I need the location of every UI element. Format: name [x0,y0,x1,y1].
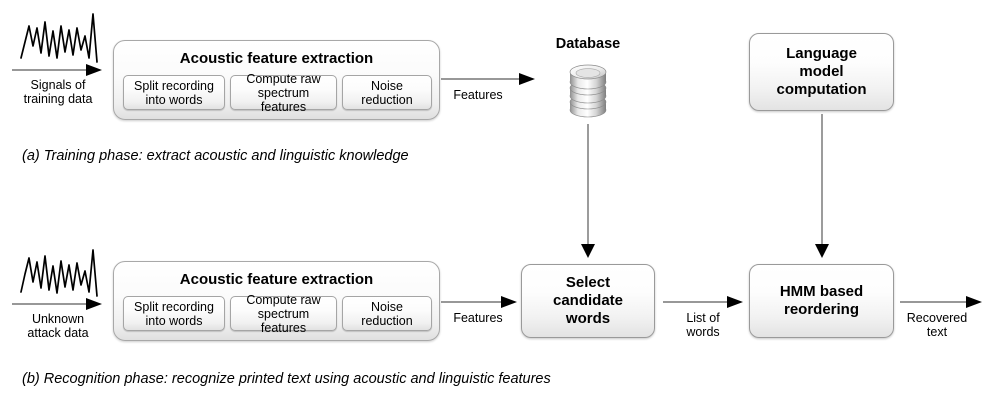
step-split-recording-training[interactable]: Split recording into words [123,75,225,110]
acoustic-feature-extraction-group-training: Acoustic feature extraction Split record… [113,40,440,120]
input-arrow-recognition [12,296,104,312]
list-of-words-label: List of words [686,311,720,340]
select-candidate-words-box[interactable]: Select candidate words [521,264,655,338]
hmm-based-reordering-box[interactable]: HMM based reordering [749,264,894,338]
step-noise-reduction-label-recognition: Noise reduction [361,299,413,328]
language-model-computation-label: Language model computation [776,44,867,99]
input-arrow-training [12,62,104,78]
step-noise-reduction-training[interactable]: Noise reduction [342,75,432,110]
acoustic-feature-extraction-group-recognition: Acoustic feature extraction Split record… [113,261,440,341]
database-icon [563,58,613,122]
language-model-computation-box[interactable]: Language model computation [749,33,894,111]
recovered-text-arrow [900,294,984,310]
hmm-based-reordering-label: HMM based reordering [779,282,864,318]
database-title: Database [555,36,621,52]
step-split-recording-recognition[interactable]: Split recording into words [123,296,225,331]
select-candidate-words-label: Select candidate words [552,273,624,328]
recognition-phase-caption: (b) Recognition phase: recognize printed… [22,371,551,387]
step-split-recording-label-training: Split recording into words [134,78,214,107]
training-phase-caption: (a) Training phase: extract acoustic and… [22,148,409,164]
features-arrow-recognition [441,294,519,310]
list-of-words-arrow [663,294,745,310]
acoustic-group-title-recognition: Acoustic feature extraction [179,271,374,288]
input-label-training: Signals of training data [23,78,93,107]
acoustic-group-title-training: Acoustic feature extraction [179,50,374,67]
features-label-training: Features [453,88,503,102]
step-noise-reduction-recognition[interactable]: Noise reduction [342,296,432,331]
step-compute-spectrum-label-recognition: Compute raw spectrum features [246,292,321,335]
database-to-select-arrow [577,124,599,260]
language-model-to-hmm-arrow [811,114,833,260]
step-split-recording-label-recognition: Split recording into words [134,299,214,328]
features-arrow-training [441,71,537,87]
step-compute-spectrum-recognition[interactable]: Compute raw spectrum features [230,293,337,335]
recovered-text-label: Recovered text [906,311,968,340]
waveform-icon-training [18,6,104,68]
step-compute-spectrum-label-training: Compute raw spectrum features [246,71,321,114]
features-label-recognition: Features [453,311,503,325]
step-compute-spectrum-training[interactable]: Compute raw spectrum features [230,72,337,114]
input-label-recognition: Unknown attack data [27,312,89,341]
step-noise-reduction-label-training: Noise reduction [361,78,413,107]
waveform-icon-recognition [18,244,104,302]
